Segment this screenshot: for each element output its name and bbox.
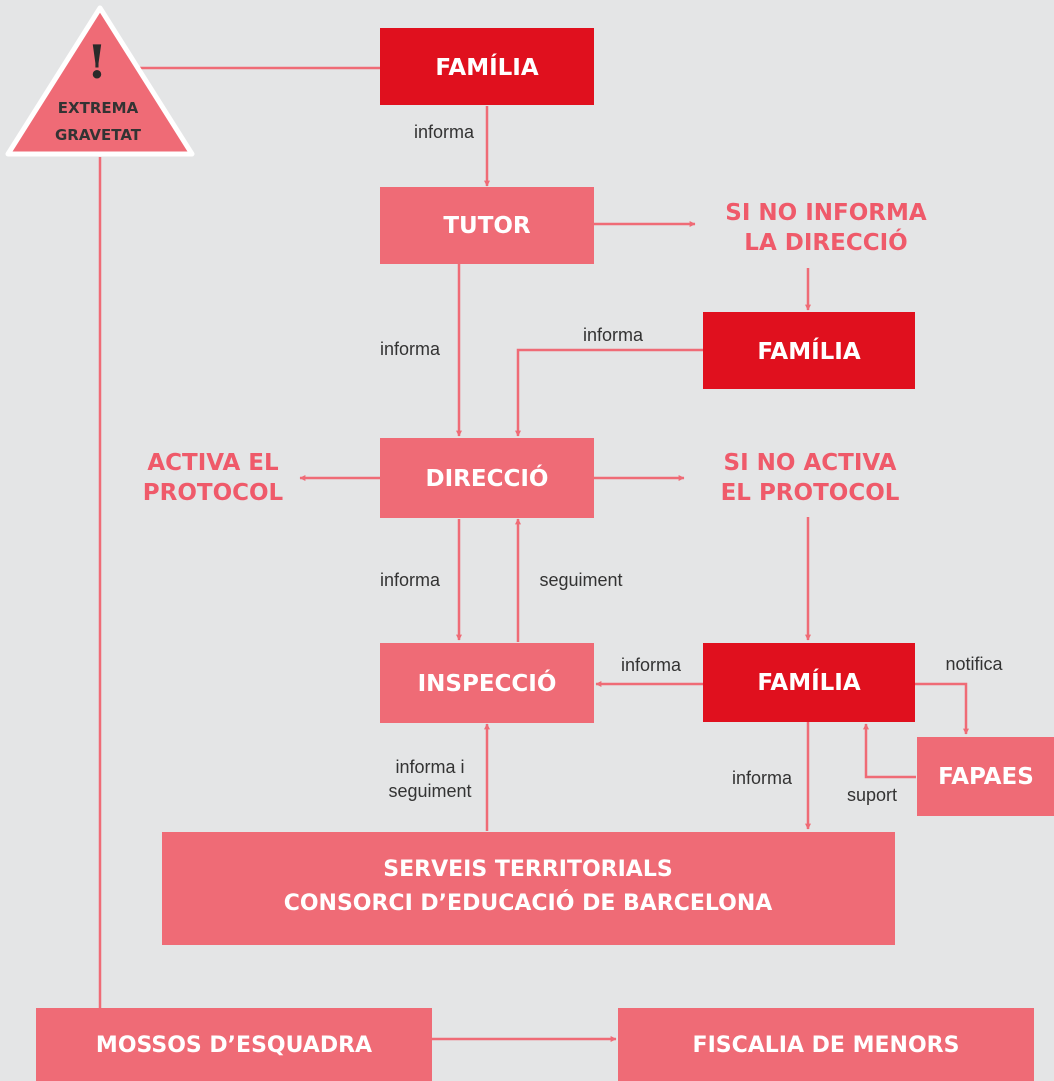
node-familia-mid: FAMÍLIA	[703, 312, 915, 389]
node-fiscalia: FISCALIA DE MENORS	[618, 1008, 1034, 1081]
si-no-informa-line1: SI NO INFORMA	[725, 200, 927, 226]
extrema-gravetat-warning: ! EXTREMA GRAVETAT	[5, 5, 195, 157]
edge-fapaes-familia	[863, 723, 916, 779]
node-familia-top: FAMÍLIA	[380, 28, 594, 105]
node-si-no-informa: SI NO INFORMA LA DIRECCIÓ	[725, 200, 927, 256]
label-familia-serveis: informa	[732, 768, 793, 788]
node-inspeccio-label: INSPECCIÓ	[418, 669, 557, 697]
si-no-informa-line2: LA DIRECCIÓ	[744, 228, 907, 256]
node-direccio: DIRECCIÓ	[380, 438, 594, 518]
node-mossos-label: MOSSOS D’ESQUADRA	[96, 1033, 372, 1058]
label-familia-direccio: informa	[583, 325, 644, 345]
node-familia-mid-label: FAMÍLIA	[757, 337, 861, 365]
node-familia-low-label: FAMÍLIA	[757, 668, 861, 696]
label-direccio-inspeccio: informa	[380, 570, 441, 590]
node-fapaes: FAPAES	[917, 737, 1054, 816]
node-familia-top-label: FAMÍLIA	[435, 53, 539, 81]
edge-familia-direccio	[515, 348, 703, 437]
node-direccio-label: DIRECCIÓ	[426, 464, 549, 492]
label-fapaes-familia: suport	[847, 785, 897, 805]
node-familia-low: FAMÍLIA	[703, 643, 915, 722]
node-inspeccio: INSPECCIÓ	[380, 643, 594, 723]
node-tutor: TUTOR	[380, 187, 594, 264]
serveis-line2: CONSORCI D’EDUCACIÓ DE BARCELONA	[284, 890, 773, 916]
si-no-activa-line1: SI NO ACTIVA	[724, 450, 897, 476]
edge-familia-fapaes	[915, 682, 969, 735]
warning-label-line1: EXTREMA	[58, 99, 139, 117]
activa-line1: ACTIVA EL	[147, 450, 279, 476]
label-familia-fapaes: notifica	[945, 654, 1003, 674]
label-familia-inspeccio: informa	[621, 655, 682, 675]
label-serveis-inspeccio-line1: informa i	[395, 757, 464, 777]
label-tutor-direccio: informa	[380, 339, 441, 359]
node-fiscalia-label: FISCALIA DE MENORS	[693, 1033, 960, 1058]
node-serveis-territorials: SERVEIS TERRITORIALS CONSORCI D’EDUCACIÓ…	[162, 832, 895, 945]
node-mossos: MOSSOS D’ESQUADRA	[36, 1008, 432, 1081]
node-tutor-label: TUTOR	[443, 213, 531, 239]
warning-triangle-icon	[5, 5, 195, 157]
exclamation-icon: !	[87, 35, 107, 89]
node-fapaes-label: FAPAES	[938, 764, 1034, 790]
label-serveis-inspeccio-line2: seguiment	[388, 781, 471, 801]
serveis-line1: SERVEIS TERRITORIALS	[383, 857, 672, 882]
label-familia-tutor: informa	[414, 122, 475, 142]
node-activa-el-protocol: ACTIVA EL PROTOCOL	[143, 450, 284, 506]
si-no-activa-line2: EL PROTOCOL	[721, 480, 900, 506]
node-si-no-activa: SI NO ACTIVA EL PROTOCOL	[721, 450, 900, 506]
label-inspeccio-direccio: seguiment	[539, 570, 622, 590]
warning-label-line2: GRAVETAT	[55, 126, 142, 144]
activa-line2: PROTOCOL	[143, 480, 284, 506]
